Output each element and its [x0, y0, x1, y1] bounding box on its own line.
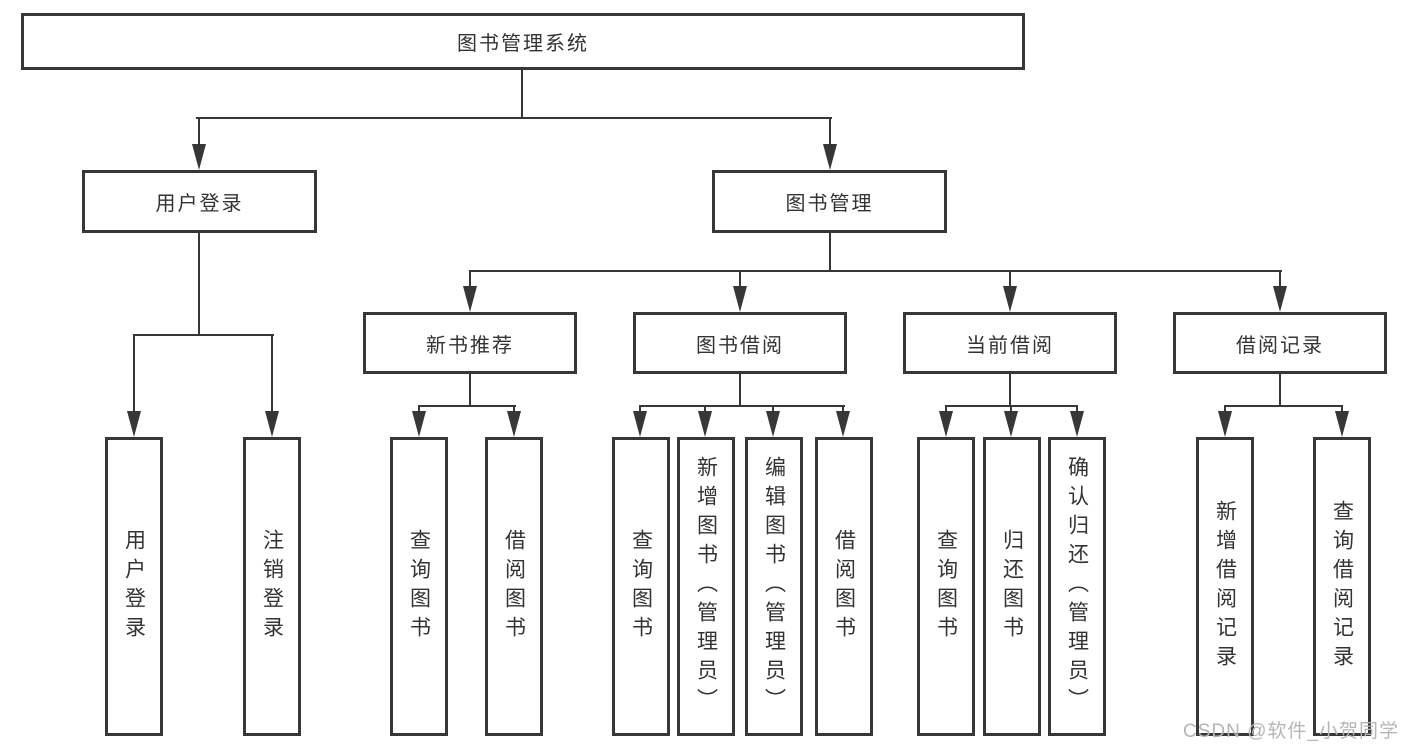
arrowhead-down-icon [412, 411, 426, 437]
connector-to-new-books [469, 271, 471, 291]
leaf-confirm-return-admin-label: 确认归还（管理员） [1065, 456, 1089, 717]
leaf-query-books-recommend: 查询图书 [390, 437, 448, 736]
connector-root-vertical [521, 70, 523, 118]
node-library-system: 图书管理系统 [21, 13, 1025, 70]
connector-g2-drop2 [513, 406, 515, 414]
arrowhead-down-icon [823, 144, 837, 170]
arrowhead-down-icon [939, 411, 953, 437]
leaf-query-borrow-record-label: 查询借阅记录 [1330, 499, 1354, 674]
arrowhead-down-icon [733, 286, 747, 312]
node-library-system-label: 图书管理系统 [457, 33, 589, 55]
connector-to-leaf-login [133, 335, 135, 413]
leaf-query-books-borrow-label: 查询图书 [629, 528, 653, 645]
leaf-logout: 注销登录 [243, 437, 301, 736]
arrowhead-down-icon [127, 411, 141, 437]
leaf-borrow-books-recommend: 借阅图书 [485, 437, 543, 736]
arrowhead-down-icon [192, 144, 206, 170]
connector-g4-vertical [1009, 374, 1011, 407]
leaf-edit-books-admin: 编辑图书（管理员） [745, 437, 803, 736]
leaf-user-login: 用户登录 [105, 437, 163, 736]
arrowhead-down-icon [1070, 411, 1084, 437]
connector-g3-horizontal [639, 405, 845, 407]
leaf-logout-label: 注销登录 [260, 528, 284, 645]
csdn-watermark: CSDN @软件_小贺同学 [1183, 721, 1399, 742]
connector-g5-drop2 [1341, 406, 1343, 414]
node-current-borrow: 当前借阅 [903, 312, 1117, 374]
connector-g3-drop2 [704, 406, 706, 414]
connector-g5-vertical [1279, 374, 1281, 407]
leaf-query-books-recommend-label: 查询图书 [407, 528, 431, 645]
arrowhead-down-icon [1003, 286, 1017, 312]
connector-g3-vertical [739, 374, 741, 407]
arrowhead-down-icon [507, 411, 521, 437]
leaf-borrow-books: 借阅图书 [815, 437, 873, 736]
connector-g2-drop1 [418, 406, 420, 414]
node-book-borrow-label: 图书借阅 [696, 334, 784, 357]
connector-to-book-borrow [739, 271, 741, 291]
arrowhead-down-icon [1218, 411, 1232, 437]
connector-to-book-management [829, 118, 831, 146]
arrowhead-down-icon [1273, 286, 1287, 312]
connector-root-horizontal [196, 117, 832, 119]
arrowhead-down-icon [836, 411, 850, 437]
leaf-add-borrow-record-label: 新增借阅记录 [1213, 499, 1237, 674]
leaf-return-books-label: 归还图书 [1000, 528, 1024, 645]
connector-g4-drop2 [1010, 406, 1012, 414]
arrowhead-down-icon [698, 411, 712, 437]
leaf-add-books-admin-label: 新增图书（管理员） [694, 456, 718, 717]
arrowhead-down-icon [1004, 411, 1018, 437]
connector-g4-drop1 [945, 406, 947, 414]
leaf-confirm-return-admin: 确认归还（管理员） [1048, 437, 1106, 736]
connector-g3-drop1 [639, 406, 641, 414]
arrowhead-down-icon [1335, 411, 1349, 437]
connector-g2-horizontal [418, 405, 516, 407]
node-new-book-recommend: 新书推荐 [363, 312, 577, 374]
leaf-borrow-books-recommend-label: 借阅图书 [502, 528, 526, 645]
connector-g3-drop4 [842, 406, 844, 414]
arrowhead-down-icon [766, 411, 780, 437]
leaf-user-login-label: 用户登录 [122, 528, 146, 645]
arrowhead-down-icon [463, 286, 477, 312]
connector-g4-drop3 [1076, 406, 1078, 414]
leaf-add-borrow-record: 新增借阅记录 [1196, 437, 1254, 736]
node-borrow-records-label: 借阅记录 [1236, 334, 1324, 357]
node-new-book-recommend-label: 新书推荐 [426, 334, 514, 357]
connector-to-user-login [198, 118, 200, 146]
connector-user-login-vertical [198, 233, 200, 335]
node-current-borrow-label: 当前借阅 [966, 334, 1054, 357]
connector-book-mgmt-vertical [829, 233, 831, 271]
leaf-add-books-admin: 新增图书（管理员） [677, 437, 735, 736]
connector-g3-drop3 [772, 406, 774, 414]
connector-book-mgmt-horizontal [469, 270, 1282, 272]
connector-to-borrow-records [1279, 271, 1281, 291]
node-borrow-records: 借阅记录 [1173, 312, 1387, 374]
node-book-borrow: 图书借阅 [633, 312, 847, 374]
leaf-query-books-borrow: 查询图书 [612, 437, 670, 736]
leaf-query-borrow-record: 查询借阅记录 [1313, 437, 1371, 736]
leaf-query-books-current-label: 查询图书 [934, 528, 958, 645]
node-user-login-label: 用户登录 [155, 193, 244, 215]
connector-g2-vertical [469, 374, 471, 407]
connector-g5-drop1 [1224, 406, 1226, 414]
leaf-query-books-current: 查询图书 [917, 437, 975, 736]
arrowhead-down-icon [265, 411, 279, 437]
connector-to-current-borrow [1009, 271, 1011, 291]
connector-user-login-horizontal [133, 334, 274, 336]
connector-to-leaf-logout [271, 335, 273, 413]
leaf-edit-books-admin-label: 编辑图书（管理员） [762, 456, 786, 717]
node-book-management-label: 图书管理 [785, 193, 874, 215]
leaf-borrow-books-label: 借阅图书 [832, 528, 856, 645]
node-user-login: 用户登录 [82, 170, 317, 233]
arrowhead-down-icon [633, 411, 647, 437]
connector-g5-horizontal [1224, 405, 1343, 407]
leaf-return-books: 归还图书 [983, 437, 1041, 736]
node-book-management: 图书管理 [712, 170, 947, 233]
